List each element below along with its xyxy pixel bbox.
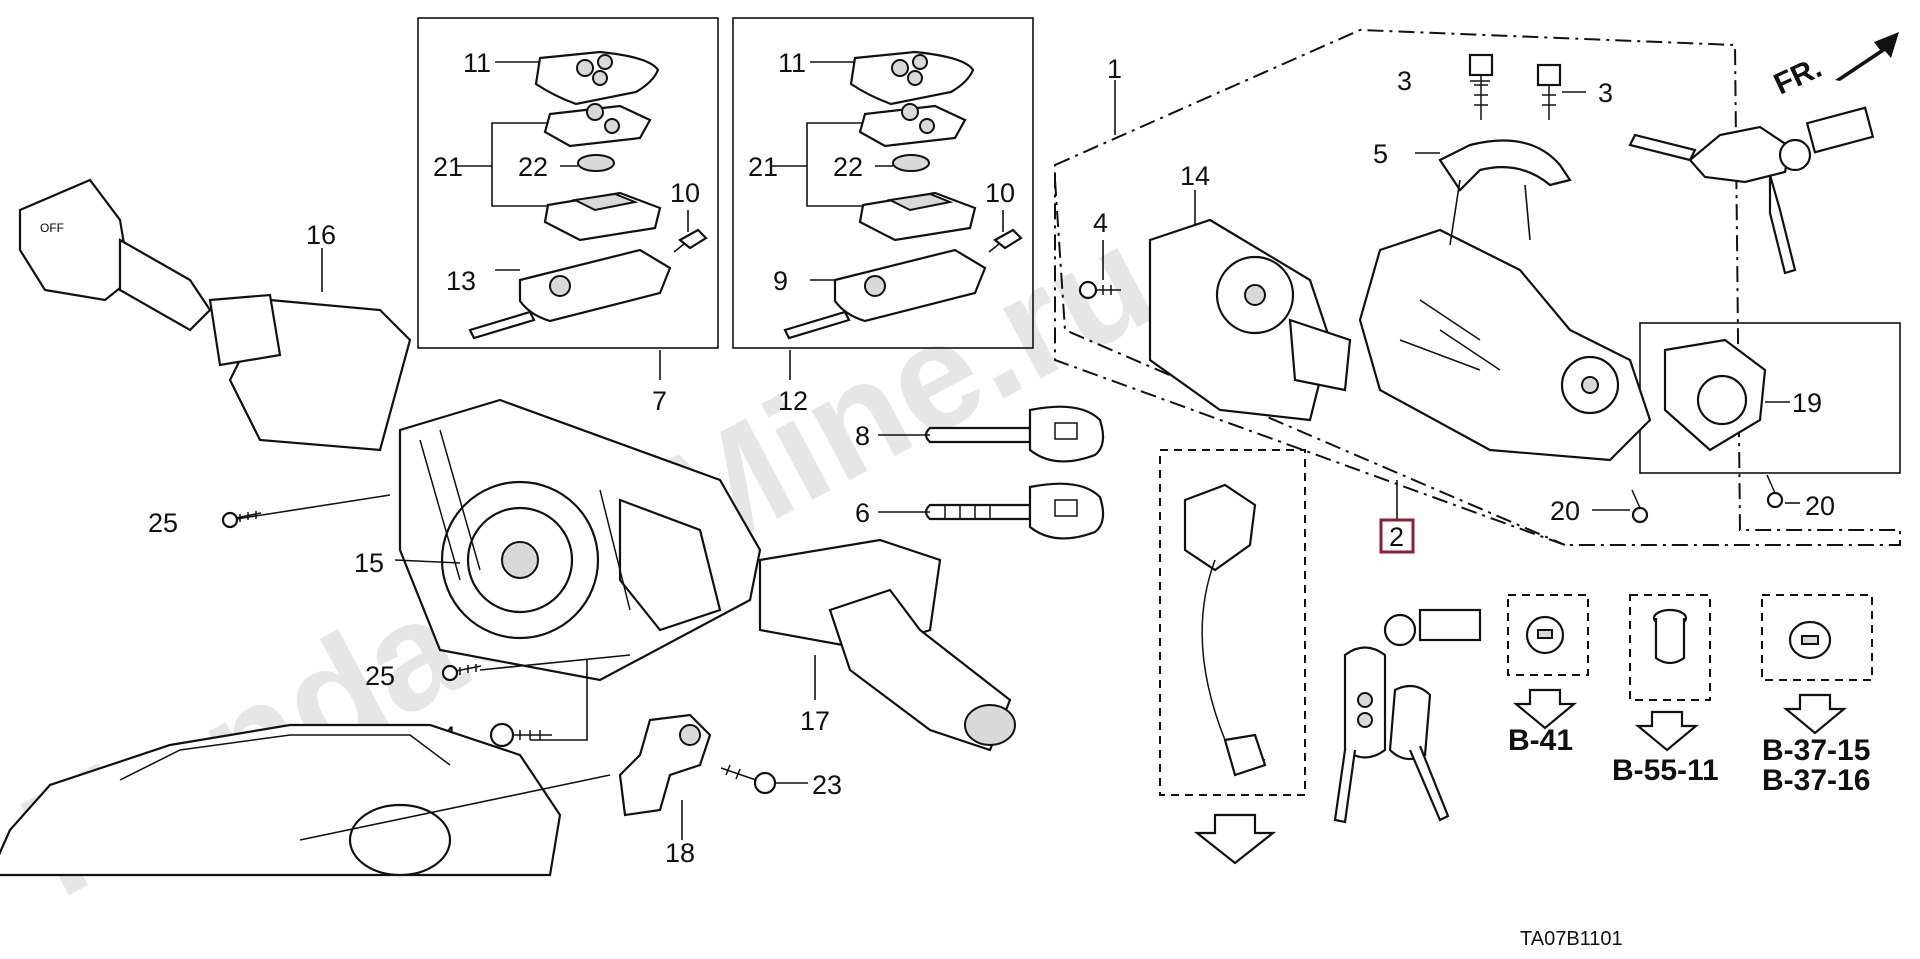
callout-2: 2: [1389, 522, 1404, 552]
callout-22: 22: [518, 152, 548, 182]
callout-22: 22: [833, 152, 863, 182]
callout-1: 1: [1107, 54, 1122, 84]
callout-20: 20: [1805, 491, 1835, 521]
clamp-5-icon: [1438, 139, 1572, 192]
fob-keypad-icon: [858, 103, 967, 148]
bolt-24-icon: [489, 722, 552, 748]
key-fob-9-icon: [783, 248, 987, 340]
wiper-switch-17-icon: [758, 538, 1016, 752]
steering-column-body-15-icon: [398, 398, 762, 682]
callout-17: 17: [800, 706, 830, 736]
reference-arrow-icon: [1193, 813, 1277, 865]
callout-9: 9: [773, 266, 788, 296]
ref-box-b41: [1507, 594, 1589, 676]
direction-label: FR.: [1769, 51, 1827, 101]
fob-board-icon: [858, 191, 977, 242]
shear-bolt-3-icon: [1536, 63, 1562, 120]
callout-21: 21: [433, 152, 463, 182]
screw-icon: [673, 228, 708, 253]
ref-b3715[interactable]: B-37-15: [1762, 734, 1870, 767]
callout-11: 11: [463, 48, 491, 78]
light-switch-lever-16-icon: OFF: [18, 178, 412, 452]
key-6-icon: [924, 482, 1105, 540]
kit-box-12: [732, 17, 1034, 349]
ref-b3716[interactable]: B-37-16: [1762, 764, 1870, 797]
front-direction-arrow-icon: FR.: [1769, 32, 1899, 101]
callout-6: 6: [855, 498, 870, 528]
callout-2-highlight: [1379, 518, 1415, 554]
ref-b41[interactable]: B-41: [1508, 724, 1573, 757]
ref-box-b5511: [1629, 594, 1711, 701]
callout-20: 20: [1550, 496, 1580, 526]
shear-bolt-3-icon: [1468, 53, 1494, 120]
callout-16: 16: [306, 220, 336, 250]
callout-11: 11: [778, 48, 806, 78]
lock-cylinder-b41-icon: [1525, 615, 1565, 655]
callout-25: 25: [365, 661, 395, 691]
shift-cable-icon: [1183, 483, 1267, 777]
callout-4: 4: [1093, 208, 1108, 238]
screw-20-icon: [1766, 474, 1784, 509]
screw-4-icon: [1078, 280, 1121, 300]
fob-cover-icon: [534, 50, 660, 106]
callout-18: 18: [665, 838, 695, 868]
diagram-code: TA07B1101: [1520, 928, 1623, 950]
blank-key-8-icon: [924, 405, 1105, 463]
callout-21: 21: [748, 152, 778, 182]
sensor-18-icon: [618, 713, 712, 817]
callout-12: 12: [778, 386, 808, 416]
callout-13: 13: [446, 266, 476, 296]
battery-icon: [577, 154, 615, 172]
fob-keypad-icon: [543, 103, 652, 148]
reference-arrow-icon: [1634, 710, 1700, 752]
callout-19: 19: [1792, 388, 1822, 418]
kit-box-7: [417, 17, 719, 349]
callout-15: 15: [354, 548, 384, 578]
callout-14: 14: [1180, 161, 1210, 191]
callout-7: 7: [652, 386, 667, 416]
key-cylinder-14-icon: [1148, 218, 1352, 422]
bolt-23-icon: [720, 764, 777, 795]
callout-8: 8: [855, 421, 870, 451]
callout-10: 10: [985, 178, 1015, 208]
cable-box: [1159, 449, 1306, 796]
lock-cylinder-b5511-icon: [1652, 608, 1688, 665]
svg-text:OFF: OFF: [40, 221, 64, 235]
reference-arrow-icon: [1512, 688, 1578, 730]
callout-3: 3: [1598, 78, 1613, 108]
key-fob-13-icon: [468, 248, 672, 340]
immobilizer-coil-19-icon: [1663, 338, 1767, 452]
callout-5: 5: [1373, 139, 1388, 169]
screw-20-icon: [1631, 489, 1649, 524]
assembly-outline-1: [1054, 28, 1901, 546]
reference-arrow-icon: [1782, 693, 1848, 735]
remote-keys-icon: [1333, 608, 1482, 824]
battery-icon: [892, 154, 930, 172]
steering-lock-body-icon: [1358, 228, 1652, 462]
ref-b5511[interactable]: B-55-11: [1612, 754, 1719, 787]
screw-25-icon: [221, 511, 262, 529]
screw-25-icon: [441, 664, 482, 682]
lock-cylinder-b3715-icon: [1788, 620, 1832, 660]
callout-10: 10: [670, 178, 700, 208]
screw-icon: [988, 228, 1023, 253]
fob-board-icon: [543, 191, 662, 242]
callout-25: 25: [148, 508, 178, 538]
fob-cover-icon: [849, 50, 975, 106]
key-set-icon: [1628, 106, 1875, 275]
callout-23: 23: [812, 770, 842, 800]
vehicle-silhouette-icon: [0, 723, 611, 877]
callout-3: 3: [1397, 66, 1412, 96]
